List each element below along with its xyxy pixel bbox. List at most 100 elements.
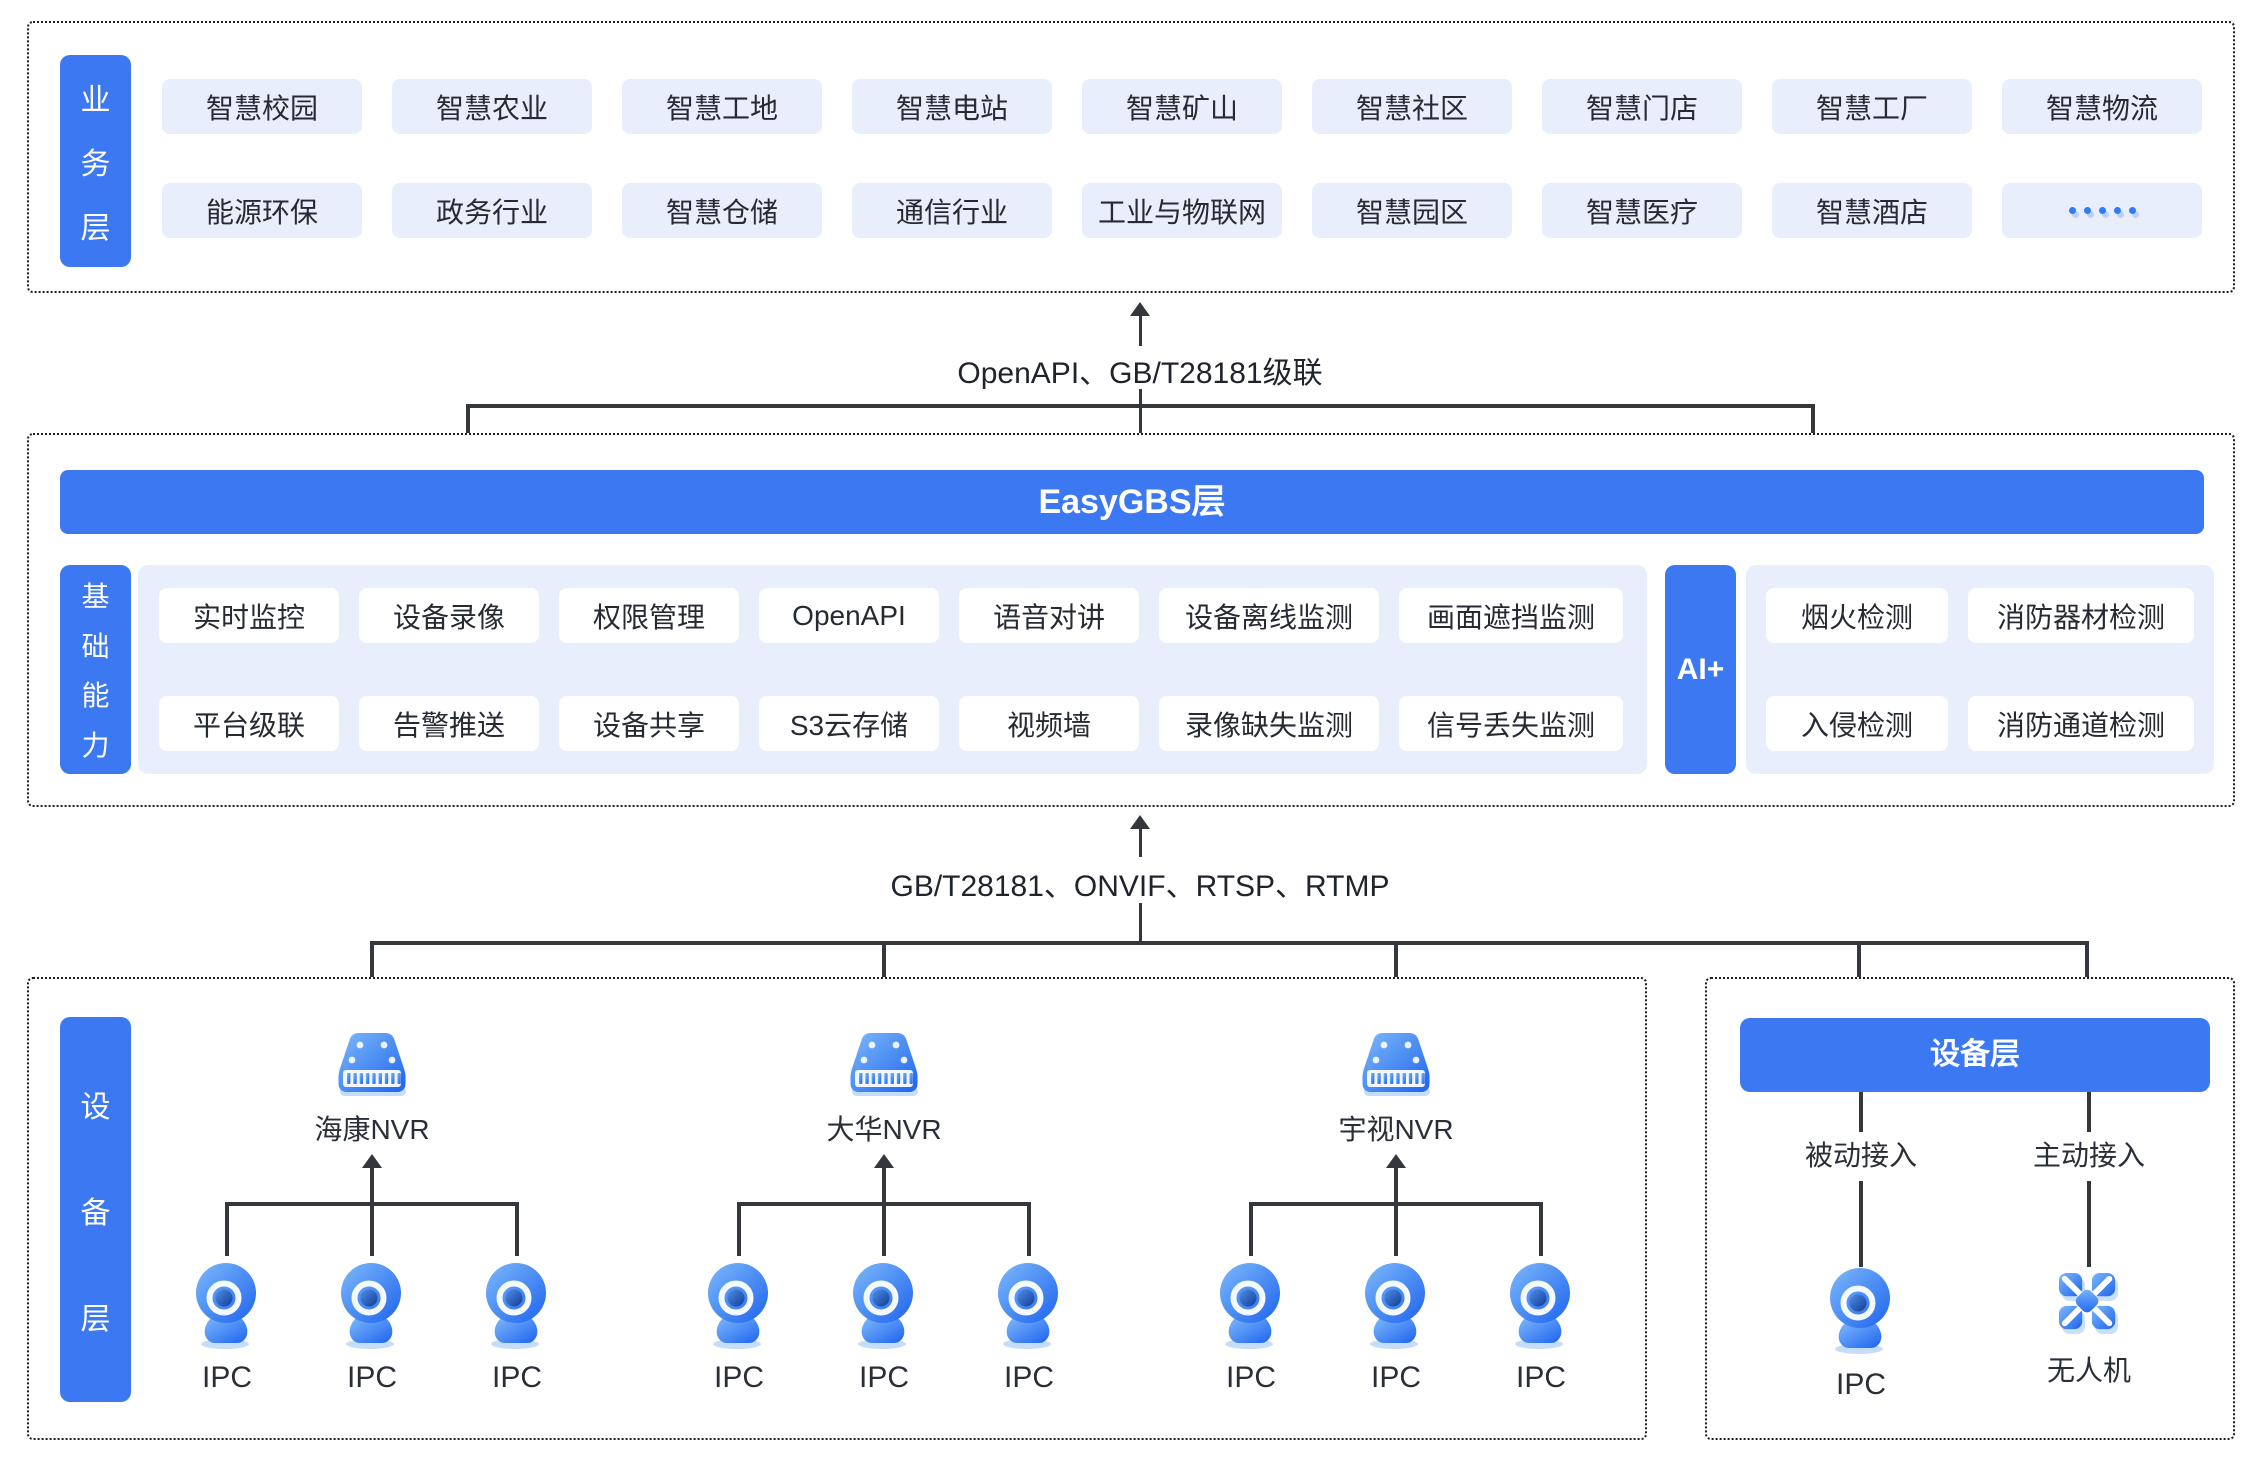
- industry-chip: 智慧门店: [1542, 79, 1742, 134]
- access-device-label: 无人机: [2047, 1355, 2132, 1386]
- group-arrow-stem: [1394, 1168, 1398, 1256]
- bottom-connector-stem: [1139, 829, 1142, 857]
- ipc-camera-icon: [1219, 1262, 1283, 1355]
- capability-chip: 设备录像: [359, 588, 539, 643]
- capability-chip: 告警推送: [359, 696, 539, 751]
- ipc-camera-icon: [340, 1262, 404, 1355]
- vertical-label-char: 备: [80, 1196, 111, 1230]
- top-protocol-label: OpenAPI、GB/T28181级联: [957, 357, 1323, 390]
- access-device-label: IPC: [1835, 1368, 1886, 1401]
- capability-chip: 平台级联: [159, 696, 339, 751]
- ai-plus-label: AI+: [1665, 565, 1736, 774]
- vertical-label-char: 力: [81, 730, 110, 762]
- group-bracket-right-drop: [1539, 1202, 1543, 1256]
- nvr-label: 海康NVR: [314, 1114, 430, 1145]
- industry-chip: 能源环保: [162, 183, 362, 238]
- group-bracket-right-drop: [1027, 1202, 1031, 1256]
- drone-icon: [2057, 1270, 2121, 1341]
- ipc-label: IPC: [1003, 1361, 1054, 1394]
- industry-chip: 智慧工地: [622, 79, 822, 134]
- device-layer-right-banner: 设备层: [1740, 1018, 2210, 1092]
- access-line-lower: [1859, 1181, 1863, 1267]
- device-layer-right-box: 设备层 被动接入 IPC 主动接入无人机: [1705, 977, 2235, 1440]
- nvr-icon: [1356, 1030, 1436, 1098]
- capability-chip: 设备离线监测: [1159, 588, 1379, 643]
- nvr-label: 大华NVR: [826, 1114, 942, 1145]
- capability-chip: S3云存储: [759, 696, 939, 751]
- ai-capability-chip: 入侵检测: [1766, 696, 1948, 751]
- access-device: IPC: [1829, 1267, 1893, 1402]
- more-industries-chip: [2002, 183, 2202, 238]
- group-bracket-right-drop: [515, 1202, 519, 1256]
- device-branch-line: [372, 941, 2089, 945]
- industry-chip: 智慧校园: [162, 79, 362, 134]
- industry-chip: 智慧电站: [852, 79, 1052, 134]
- ipc-camera: IPC: [340, 1262, 404, 1395]
- ipc-camera-icon: [852, 1262, 916, 1355]
- top-connector-stem-lower: [1139, 389, 1142, 468]
- ipc-camera: IPC: [1364, 1262, 1428, 1395]
- vertical-label-char: 层: [80, 212, 111, 245]
- vertical-label-char: 础: [81, 630, 110, 662]
- capability-chip: 权限管理: [559, 588, 739, 643]
- industry-chip: 通信行业: [852, 183, 1052, 238]
- ipc-label: IPC: [713, 1361, 764, 1394]
- more-dot-icon: [2113, 207, 2121, 214]
- ai-capability-chip: 消防通道检测: [1968, 696, 2194, 751]
- easygbs-banner: EasyGBS层: [60, 470, 2204, 534]
- ipc-camera-icon: [997, 1262, 1061, 1355]
- access-mode-label: 被动接入: [1804, 1140, 1917, 1171]
- capability-chip: 录像缺失监测: [1159, 696, 1379, 751]
- vertical-label-char: 业: [80, 84, 111, 117]
- ipc-camera: IPC: [485, 1262, 549, 1395]
- industry-chip: 工业与物联网: [1082, 183, 1282, 238]
- ipc-camera-icon: [1364, 1262, 1428, 1355]
- ipc-label: IPC: [346, 1361, 397, 1394]
- group-bracket-left-drop: [225, 1202, 229, 1256]
- business-layer-box: 业务层 智慧校园智慧农业智慧工地智慧电站智慧矿山智慧社区智慧门店智慧工厂智慧物流…: [27, 21, 2235, 293]
- bottom-connector-arrow-icon: [1130, 815, 1150, 829]
- device-layer-label: 设备层: [60, 1017, 131, 1402]
- ipc-label: IPC: [201, 1361, 252, 1394]
- ai-panel: 烟火检测消防器材检测入侵检测消防通道检测: [1746, 565, 2214, 774]
- ipc-camera: IPC: [997, 1262, 1061, 1395]
- vertical-label-char: 能: [81, 680, 110, 712]
- vertical-label-char: 务: [80, 148, 111, 181]
- ipc-camera-icon: [1829, 1267, 1893, 1360]
- group-bracket-line: [737, 1202, 1031, 1206]
- access-line-upper: [1859, 1092, 1863, 1132]
- ai-capability-chip: 消防器材检测: [1968, 588, 2194, 643]
- bottom-protocol-label: GB/T28181、ONVIF、RTSP、RTMP: [890, 870, 1390, 903]
- capability-chip: 画面遮挡监测: [1399, 588, 1623, 643]
- ipc-camera: IPC: [195, 1262, 259, 1395]
- capability-chip: 设备共享: [559, 696, 739, 751]
- capability-label: 基础能力: [60, 565, 131, 774]
- ipc-camera-icon: [1509, 1262, 1573, 1355]
- capability-chip: OpenAPI: [759, 588, 939, 643]
- business-layer-label: 业务层: [60, 55, 131, 267]
- industry-chip: 智慧酒店: [1772, 183, 1972, 238]
- nvr-icon: [332, 1030, 412, 1098]
- industry-chip: 智慧园区: [1312, 183, 1512, 238]
- group-arrow-stem: [882, 1168, 886, 1256]
- capability-chip: 信号丢失监测: [1399, 696, 1623, 751]
- industry-chip: 智慧物流: [2002, 79, 2202, 134]
- more-dot-icon: [2068, 207, 2076, 214]
- group-bracket-line: [225, 1202, 519, 1206]
- access-mode-label: 主动接入: [2032, 1140, 2145, 1171]
- group-arrow-up-icon: [874, 1154, 894, 1168]
- industry-chip: 智慧仓储: [622, 183, 822, 238]
- industry-chip: 政务行业: [392, 183, 592, 238]
- nvr-icon: [844, 1030, 924, 1098]
- group-arrow-stem: [370, 1168, 374, 1256]
- vertical-label-char: 设: [80, 1090, 111, 1124]
- industry-chip: 智慧农业: [392, 79, 592, 134]
- ai-capability-chip: 烟火检测: [1766, 588, 1948, 643]
- bottom-connector-stem-lower: [1139, 903, 1142, 942]
- ipc-camera-icon: [707, 1262, 771, 1355]
- ipc-label: IPC: [1515, 1361, 1566, 1394]
- ipc-camera-icon: [485, 1262, 549, 1355]
